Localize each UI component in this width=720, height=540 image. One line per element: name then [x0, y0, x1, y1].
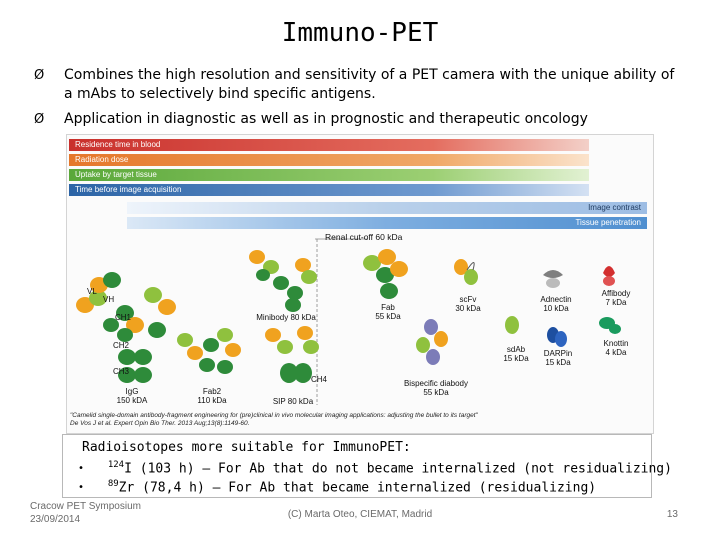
affibody-molecule	[603, 266, 615, 286]
bullet-dot-icon: •	[78, 482, 85, 494]
knottin-molecule	[599, 317, 621, 334]
bullet-item-1: Ø Combines the high resolution and sensi…	[34, 66, 676, 104]
footer-copyright: (C) Marta Oteo, CIEMAT, Madrid	[287, 509, 433, 520]
band-image-contrast: Image contrast	[127, 202, 647, 214]
domain-label-vh: VH	[103, 295, 115, 304]
band-time-before-acquisition: Time before image acquisition	[69, 184, 589, 196]
domain-label-ch4: CH4	[311, 375, 328, 384]
slide-title: Immuno-PET	[281, 18, 439, 48]
antibody-illustration	[76, 238, 621, 405]
fab-molecule	[363, 249, 408, 299]
band-uptake: Uptake by target tissue	[69, 169, 589, 181]
band-tissue-penetration: Tissue penetration	[127, 217, 647, 229]
isotope-symbol: Zr	[118, 480, 135, 496]
isotope-description: (78,4 h) – For Ab that became internaliz…	[142, 480, 597, 496]
darpin-molecule	[547, 327, 567, 347]
band-residence-time: Residence time in blood	[69, 139, 589, 151]
domain-label-ch3: CH3	[113, 367, 130, 376]
radioisotopes-box	[62, 434, 652, 498]
isotope-mass: 124	[107, 460, 125, 470]
page-number: 13	[666, 509, 678, 520]
domain-label-ch2: CH2	[113, 341, 130, 350]
label-minibody: Minibody 80 kDa	[256, 313, 316, 322]
minibody-molecule	[249, 250, 317, 312]
sdab-molecule	[505, 316, 519, 334]
scfv-molecule	[454, 259, 478, 285]
igg-molecule	[76, 272, 176, 383]
reference-quote: "Camelid single-domain antibody-fragment…	[70, 412, 478, 419]
bispecific-diabody-molecule	[416, 319, 448, 365]
figure-reference: "Camelid single-domain antibody-fragment…	[70, 412, 650, 428]
band-radiation-dose: Radiation dose	[69, 154, 589, 166]
sip-molecule	[265, 326, 319, 383]
adnectin-molecule	[543, 270, 563, 288]
isotope-symbol: I	[124, 461, 132, 477]
renal-cutoff-label: Renal cut-off 60 kDa	[325, 232, 403, 242]
arrow-bullet-icon: Ø	[34, 112, 45, 127]
bullet-item-2: Ø Application in diagnostic as well as i…	[34, 110, 696, 129]
reference-citation: De Vos J et al. Expert Opin Bio Ther. 20…	[70, 420, 250, 427]
domain-label-vl: VL	[87, 287, 97, 296]
radioisotope-item-2: • 89Zr (78,4 h) – For Ab that became int…	[78, 479, 596, 495]
bullet-text: Combines the high resolution and sensiti…	[64, 67, 675, 102]
label-sip: SIP 80 kDa	[272, 397, 314, 406]
antibody-format-figure: Residence time in blood Radiation dose U…	[66, 134, 654, 434]
arrow-bullet-icon: Ø	[34, 68, 45, 83]
bullet-dot-icon: •	[78, 463, 85, 475]
isotope-description: (103 h) – For Ab that do not became inte…	[139, 461, 672, 477]
footer-event: Cracow PET Symposium 23/09/2014	[30, 500, 141, 526]
radioisotopes-heading: Radioisotopes more suitable for ImmunoPE…	[82, 440, 411, 455]
isotope-mass: 89	[107, 479, 119, 489]
radioisotope-item-1: • 124I (103 h) – For Ab that do not beca…	[78, 460, 672, 476]
bullet-text: Application in diagnostic as well as in …	[64, 111, 588, 127]
fab2-molecule	[177, 328, 241, 374]
domain-label-ch1: CH1	[115, 313, 132, 322]
footer-date: 23/09/2014	[30, 514, 81, 525]
footer-event-name: Cracow PET Symposium	[30, 501, 141, 512]
